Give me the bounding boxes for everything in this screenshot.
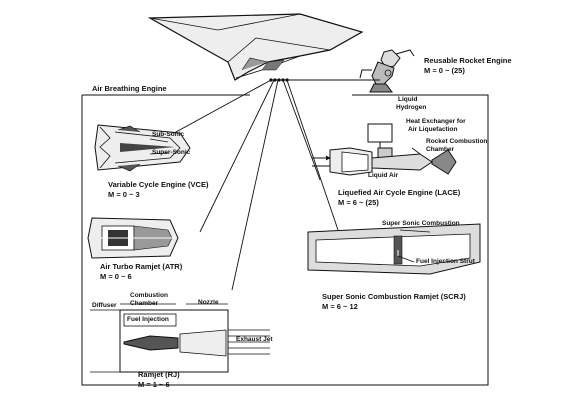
lace-liquid-label: Liquid bbox=[398, 96, 418, 104]
atr-engine-drawing bbox=[88, 218, 178, 258]
ramjet-nozzle-label: Nozzle bbox=[198, 299, 219, 307]
lace-rocket-chamber-label-1: Rocket Combustion bbox=[426, 138, 487, 146]
scrj-engine-drawing bbox=[308, 224, 480, 274]
vce-supersonic-label: Super-Sonic bbox=[152, 149, 190, 157]
lace-rocket-chamber-label-2: Chamber bbox=[426, 146, 454, 154]
reusable-rocket-name: Reusable Rocket Engine bbox=[424, 56, 512, 65]
vce-mach: M = 0 ~ 3 bbox=[108, 190, 140, 199]
lace-mach: M = 6 ~ (25) bbox=[338, 198, 379, 207]
atr-mach: M = 0 ~ 6 bbox=[100, 272, 132, 281]
ramjet-name: Ramjet (RJ) bbox=[138, 370, 180, 379]
scrj-combustion-label: Super Sonic Combustion bbox=[382, 220, 460, 228]
ramjet-chamber-label-1: Combustion bbox=[130, 292, 168, 300]
lace-hydrogen-label: Hydrogen bbox=[396, 104, 426, 112]
lace-name: Liquefied Air Cycle Engine (LACE) bbox=[338, 188, 460, 197]
vce-subsonic-label: Sub-Sonic bbox=[152, 131, 184, 139]
ramjet-fuel-injection-label: Fuel Injection bbox=[127, 316, 169, 324]
ramjet-exhaust-label: Exhaust Jet bbox=[236, 336, 273, 344]
scrj-name: Super Sonic Combustion Ramjet (SCRJ) bbox=[322, 292, 466, 301]
section-title: Air Breathing Engine bbox=[92, 84, 167, 93]
lace-heat-exchanger-label-1: Heat Exchanger for bbox=[406, 118, 466, 126]
atr-name: Air Turbo Ramjet (ATR) bbox=[100, 262, 182, 271]
scrj-strut-label: Fuel Injection Strut bbox=[416, 258, 475, 266]
lace-heat-exchanger-label-2: Air Liquefaction bbox=[408, 126, 457, 134]
lace-liquid-air-label: Liquid Air bbox=[368, 172, 398, 180]
scrj-mach: M = 6 ~ 12 bbox=[322, 302, 358, 311]
reusable-rocket-mach: M = 0 ~ (25) bbox=[424, 66, 465, 75]
vce-name: Variable Cycle Engine (VCE) bbox=[108, 180, 208, 189]
ramjet-chamber-label-2: Chamber bbox=[130, 300, 158, 308]
spaceplane-icon bbox=[150, 14, 362, 80]
ramjet-diffuser-label: Diffuser bbox=[92, 302, 117, 310]
ramjet-mach: M = 1 ~ 6 bbox=[138, 380, 170, 389]
rocket-engine-icon bbox=[360, 50, 414, 92]
